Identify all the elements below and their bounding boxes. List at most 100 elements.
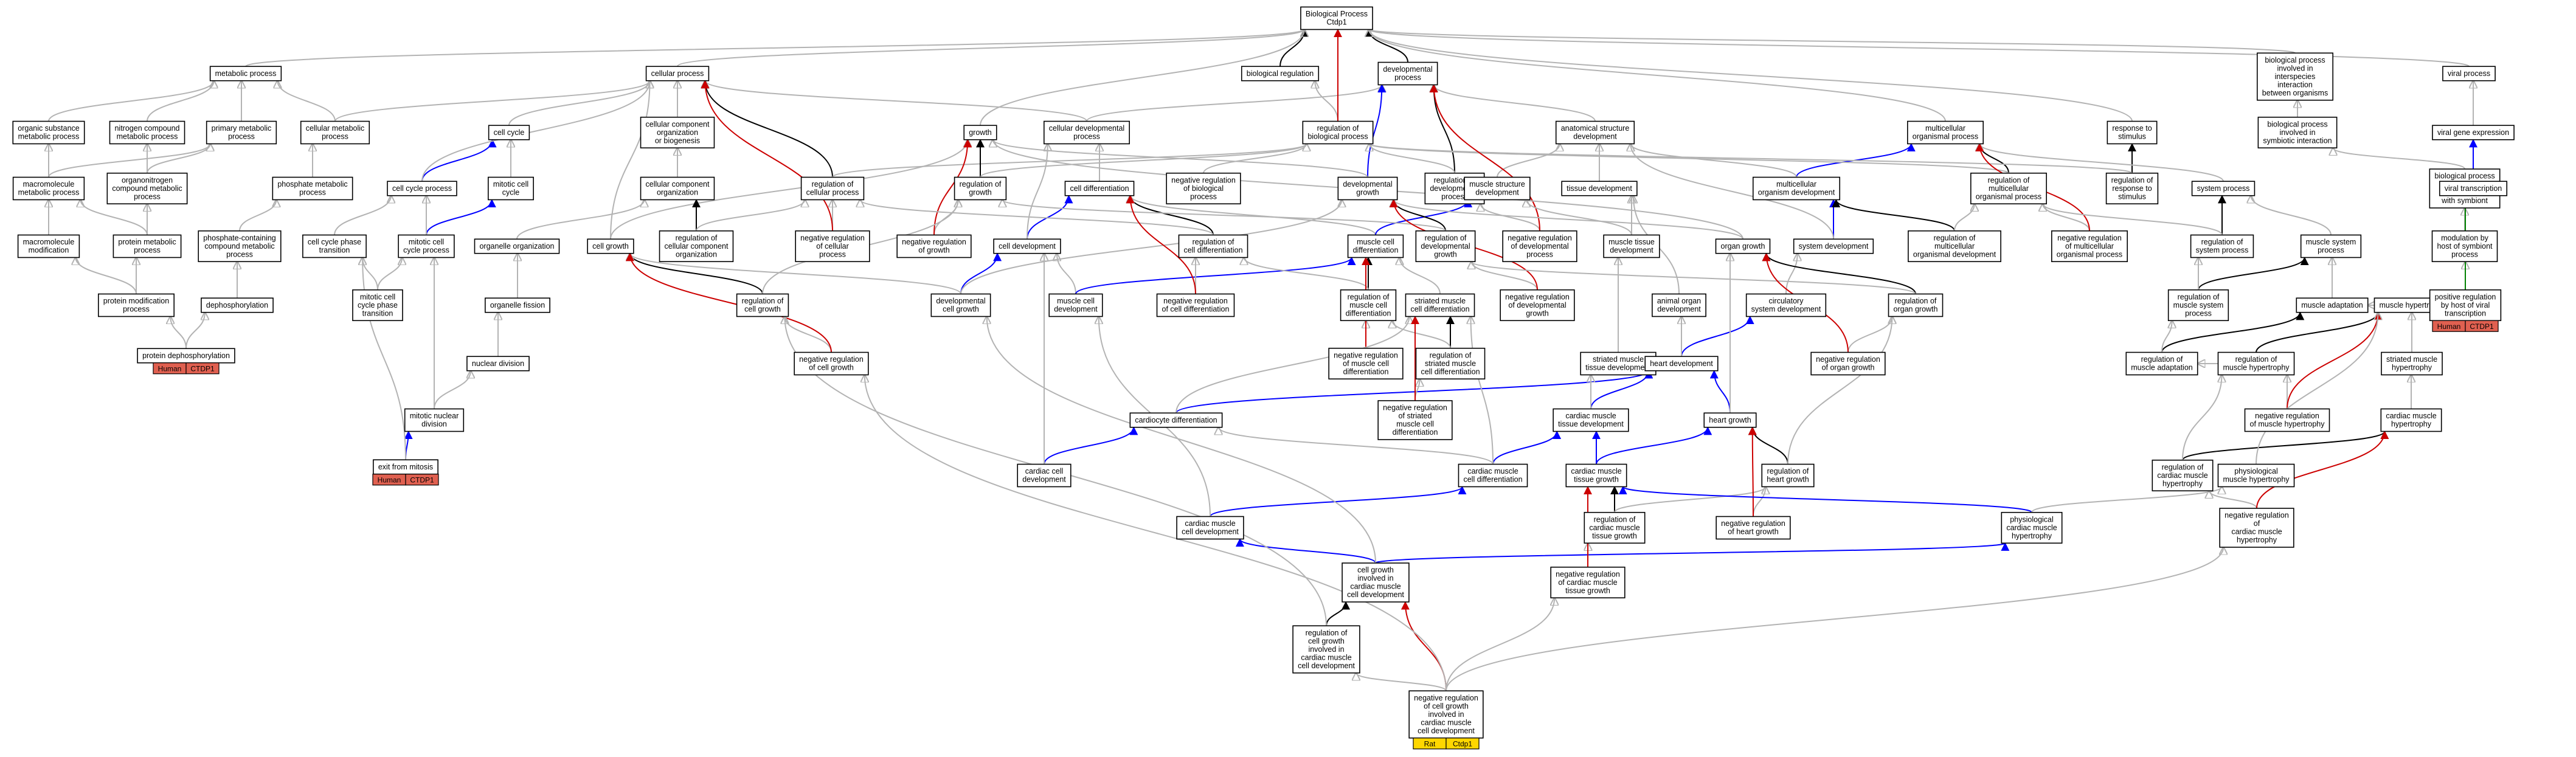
term-node-hg[interactable]: heart growth (1703, 412, 1757, 428)
term-node-sp[interactable]: system process (2191, 181, 2256, 196)
term-node-cardd[interactable]: cardiocyte differentiation (1129, 412, 1223, 428)
term-node-pd[interactable]: protein dephosphorylation (137, 348, 235, 364)
term-node-oo[interactable]: organelle organization (474, 238, 560, 254)
term-node-growth[interactable]: growth (963, 125, 997, 140)
term-node-cdiff[interactable]: cell differentiation (1064, 181, 1135, 196)
term-node-ccp[interactable]: cell cycle process (387, 181, 457, 196)
term-node-deph[interactable]: dephosphorylation (201, 297, 274, 313)
term-node-cd[interactable]: cell development (993, 238, 1061, 254)
term-node-vp[interactable]: viral process (2442, 66, 2496, 81)
term-node-nd[interactable]: nuclear division (466, 356, 530, 372)
term-node-sd[interactable]: system development (1793, 238, 1874, 254)
term-node-vge[interactable]: viral gene expression (2432, 125, 2515, 140)
term-node-vt[interactable]: viral transcription (2439, 181, 2508, 196)
term-node-cp[interactable]: cellular process (645, 66, 710, 81)
term-node-cc[interactable]: cell cycle (488, 125, 530, 140)
term-node-mp[interactable]: metabolic process (209, 66, 282, 81)
term-node-breg[interactable]: biological regulation (1241, 66, 1320, 81)
term-node-efm[interactable]: exit from mitosis (373, 459, 438, 475)
term-node-cg[interactable]: cell growth (587, 238, 634, 254)
term-node-td[interactable]: tissue development (1561, 181, 1638, 196)
term-node-og[interactable]: organ growth (1715, 238, 1771, 254)
